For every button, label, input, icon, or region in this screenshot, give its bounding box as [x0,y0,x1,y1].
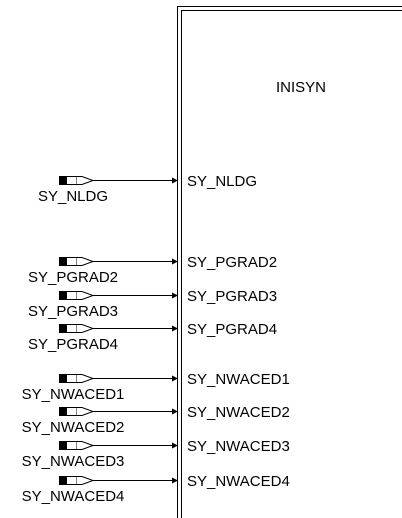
input-signal-label: SY_PGRAD4 [28,336,118,353]
connector-tail [76,441,95,450]
connector-hollow-box [66,476,77,485]
input-signal-label: SY_NWACED1 [22,386,125,403]
arrow-right-icon [172,325,178,332]
connector-tail [76,257,95,266]
connector-hollow-box [66,324,77,333]
connector-tail [76,324,95,333]
inport-connector-icon[interactable] [59,374,95,383]
connector-hollow-box [66,176,77,185]
connector-filled-square [59,257,67,266]
block-port-label: SY_NWACED2 [187,404,290,421]
inport-connector-icon[interactable] [59,407,95,416]
inport-connector-icon[interactable] [59,291,95,300]
connector-filled-square [59,407,67,416]
input-signal-label: SY_NWACED3 [22,453,125,470]
block-title: INISYN [276,79,326,96]
connector-filled-square [59,176,67,185]
port-row[interactable]: SY_NLDG SY_NLDG [38,173,257,205]
connector-tail [76,176,95,185]
input-signal-label: SY_NWACED4 [22,488,125,505]
connector-tail [76,476,95,485]
port-list: SY_NLDGSY_NLDGSY_PGRAD2SY_PGRAD2SY_PGRAD… [22,173,290,505]
arrow-right-icon [172,177,178,184]
block-port-label: SY_NWACED4 [187,473,290,490]
connector-hollow-box [66,374,77,383]
connector-filled-square [59,476,67,485]
inport-connector-icon[interactable] [59,176,95,185]
connector-filled-square [59,324,67,333]
inport-connector-icon[interactable] [59,257,95,266]
inport-connector-icon[interactable] [59,324,95,333]
arrow-right-icon [172,408,178,415]
inport-connector-icon[interactable] [59,441,95,450]
arrow-right-icon [172,375,178,382]
block-port-label: SY_PGRAD2 [187,254,277,271]
connector-hollow-box [66,407,77,416]
block-port-label: SY_NWACED1 [187,371,290,388]
arrow-right-icon [172,477,178,484]
connector-tail [76,291,95,300]
block-port-label: SY_NWACED3 [187,438,290,455]
input-signal-label: SY_NLDG [38,188,108,205]
block-port-label: SY_PGRAD4 [187,321,277,338]
connector-filled-square [59,441,67,450]
block-port-label: SY_PGRAD3 [187,288,277,305]
connector-hollow-box [66,441,77,450]
connector-hollow-box [66,257,77,266]
block-port-label: SY_NLDG [187,173,257,190]
connector-filled-square [59,291,67,300]
arrow-right-icon [172,292,178,299]
connector-tail [76,407,95,416]
connector-tail [76,374,95,383]
input-signal-label: SY_PGRAD3 [28,303,118,320]
connector-filled-square [59,374,67,383]
input-signal-label: SY_PGRAD2 [28,269,118,286]
inport-connector-icon[interactable] [59,476,95,485]
arrow-right-icon [172,442,178,449]
subsystem-block[interactable]: INISYN [177,6,402,518]
input-signal-label: SY_NWACED2 [22,419,125,436]
arrow-right-icon [172,258,178,265]
connector-hollow-box [66,291,77,300]
